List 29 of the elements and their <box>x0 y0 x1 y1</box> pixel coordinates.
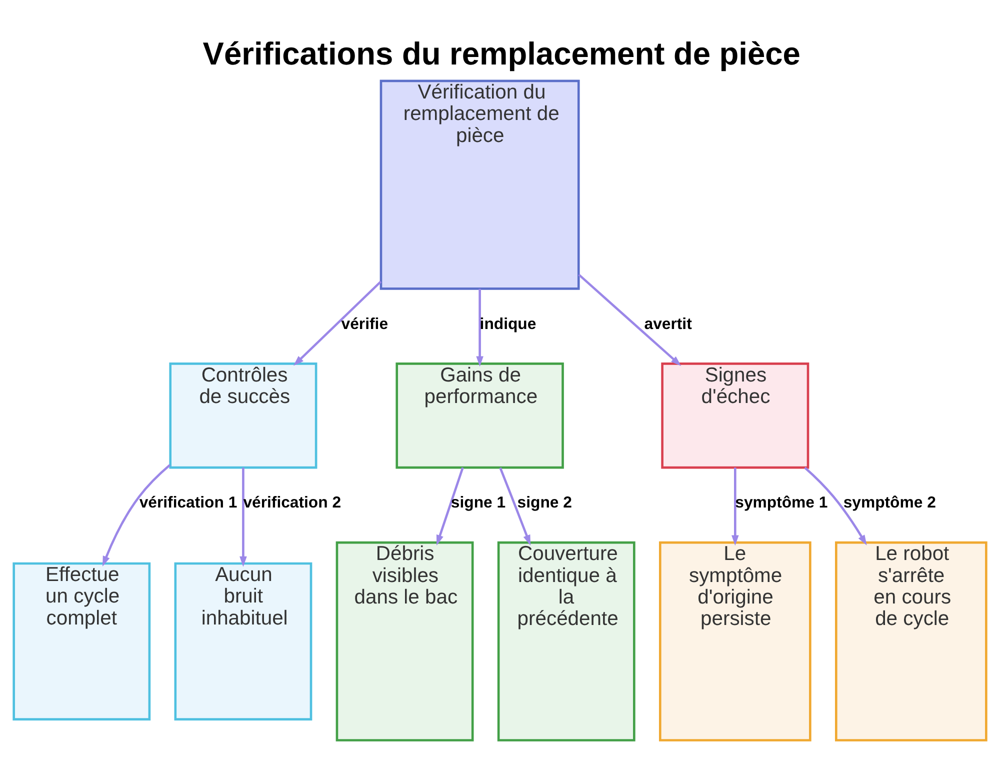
node-box: Contrôles de succès <box>169 362 318 469</box>
node-box: Vérification du remplacement de pièce <box>380 80 580 290</box>
edge-label: symptôme 1 <box>735 494 828 512</box>
arrow <box>102 464 171 567</box>
edge-label: signe 1 <box>450 494 506 512</box>
node-box: Couverture identique à la précédente <box>497 541 636 742</box>
arrow <box>732 468 739 546</box>
edge-label: vérifie <box>341 316 388 333</box>
edge-label: signe 2 <box>517 494 572 512</box>
node-box: Le robot s'arrête en cours de cycle <box>834 541 988 742</box>
arrow <box>240 468 247 567</box>
node-box: Débris visibles dans le bac <box>336 541 474 742</box>
arrow <box>293 280 382 366</box>
arrow <box>499 467 530 546</box>
edge-label: avertit <box>644 316 692 333</box>
node-box: Effectue un cycle complet <box>12 562 151 720</box>
node-box: Signes d'échec <box>661 362 810 469</box>
edge-label: indique <box>480 316 536 333</box>
arrow <box>804 466 867 546</box>
arrow <box>476 288 484 367</box>
diagram-title: Vérifications du remplacement de pièce <box>202 35 800 72</box>
edge-label: vérification 2 <box>243 494 342 512</box>
arrow <box>436 467 464 546</box>
arrow <box>578 274 682 366</box>
edge-label: vérification 1 <box>139 494 238 512</box>
node-box: Aucun bruit inhabituel <box>174 562 312 720</box>
edge-label: symptôme 2 <box>843 494 936 512</box>
node-box: Le symptôme d'origine persiste <box>658 541 812 742</box>
node-box: Gains de performance <box>396 362 564 469</box>
